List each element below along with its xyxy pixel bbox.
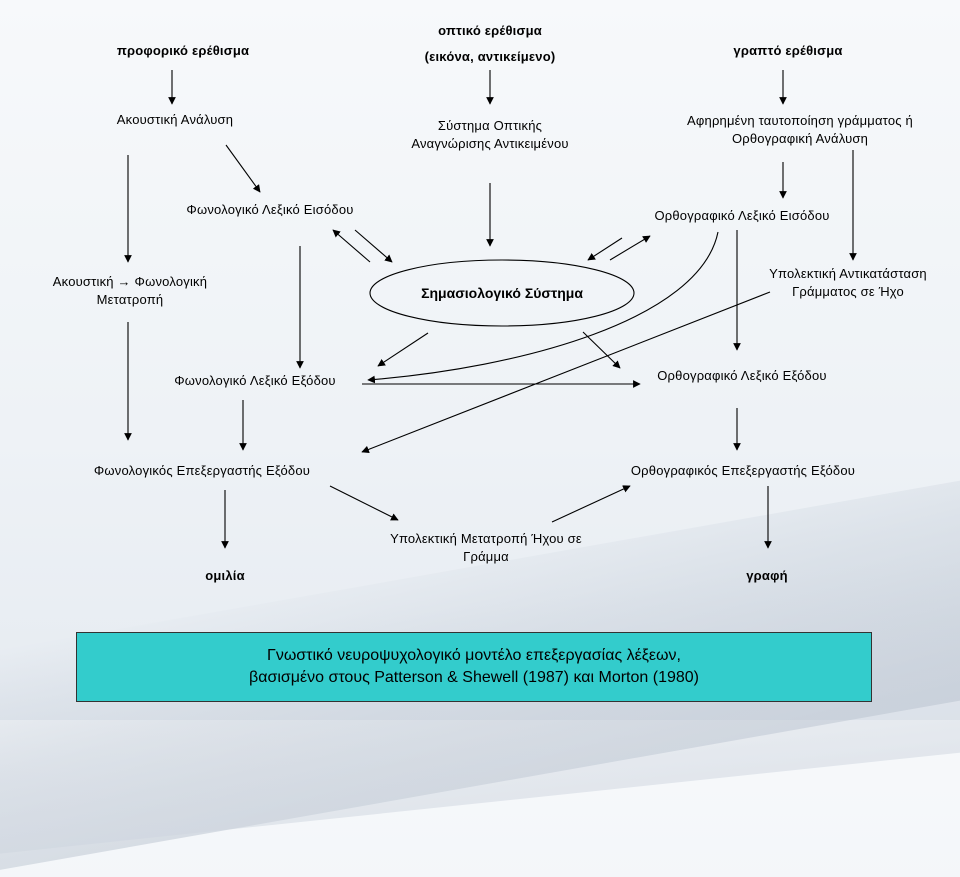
node-orth-output-lexicon: Ορθογραφικό Λεξικό Εξόδου (657, 368, 827, 383)
node-abstract-letter-line1: Αφηρημένη ταυτοποίηση γράμματος ή (687, 113, 913, 128)
arrow-sublexical-to-orth-processor (551, 485, 631, 523)
caption-line2: βασισμένο στους Patterson & Shewell (198… (249, 669, 699, 686)
node-sublexical-sound-letter-line1: Υπολεκτική Μετατροπή Ήχου σε (390, 531, 582, 546)
caption-line1: Γνωστικό νευροψυχολογικό μοντέλο επεξεργ… (267, 647, 681, 664)
stimulus-oral: προφορικό ερέθισμα (116, 43, 250, 58)
node-sublexical-letter-sound-line1: Υπολεκτική Αντικατάσταση (769, 266, 927, 281)
arrow-sublexical-letter-sound-to-phon-processor (361, 291, 771, 454)
output-speech: ομιλία (205, 568, 245, 583)
caption-box: Γνωστικό νευροψυχολογικό μοντέλο επεξεργ… (76, 632, 872, 702)
output-writing: γραφή (746, 568, 788, 583)
stimulus-written: γραπτό ερέθισμα (733, 43, 843, 58)
arrow-semantic-to-phon-input (332, 229, 371, 263)
node-acoustic-phon-conversion-line2: Μετατροπή (96, 292, 164, 307)
arrow-semantic-to-phon-output (377, 332, 429, 367)
node-semantic-system: Σημασιολογικό Σύστημα (421, 285, 583, 301)
arrow-orth-input-to-phon-output (367, 231, 719, 384)
arrow-phon-processor-to-sublexical (329, 485, 399, 521)
node-phon-output-processor: Φωνολογικός Επεξεργαστής Εξόδου (93, 463, 311, 478)
stimulus-visual-line2: (εικόνα, αντικείμενο) (424, 49, 556, 64)
node-acoustic-phon-conversion-line1: Ακουστική → Φωνολογική (52, 274, 208, 289)
arrow-phon-input-to-semantic (354, 229, 393, 263)
node-abstract-letter-line2: Ορθογραφική Ανάλυση (731, 131, 869, 146)
arrow-semantic-to-orth-output (582, 331, 621, 369)
node-sublexical-letter-sound-line2: Γράμματος σε Ήχο (792, 284, 904, 299)
node-visual-object-line2: Αναγνώρισης Αντικειμένου (411, 136, 569, 151)
node-sublexical-sound-letter-line2: Γράμμα (463, 549, 509, 564)
node-acoustic-analysis: Ακουστική Ανάλυση (116, 112, 234, 127)
semantic-system-ellipse (369, 259, 635, 327)
node-visual-object-line1: Σύστημα Οπτικής (437, 118, 543, 133)
node-orth-output-processor: Ορθογραφικός Επεξεργαστής Εξόδου (630, 463, 856, 478)
node-phon-input-lexicon: Φωνολογικό Λεξικό Εισόδου (186, 202, 354, 217)
node-orth-input-lexicon: Ορθογραφικό Λεξικό Εισόδου (654, 208, 830, 223)
arrow-semantic-to-orth-input (609, 235, 651, 261)
node-phon-output-lexicon: Φωνολογικό Λεξικό Εξόδου (174, 373, 336, 388)
stimulus-visual-line1: οπτικό ερέθισμα (438, 23, 542, 38)
arrow-orth-input-to-semantic (587, 237, 623, 261)
arrow-acoustic-to-phon-input (225, 144, 261, 193)
arrows-layer (124, 70, 857, 549)
